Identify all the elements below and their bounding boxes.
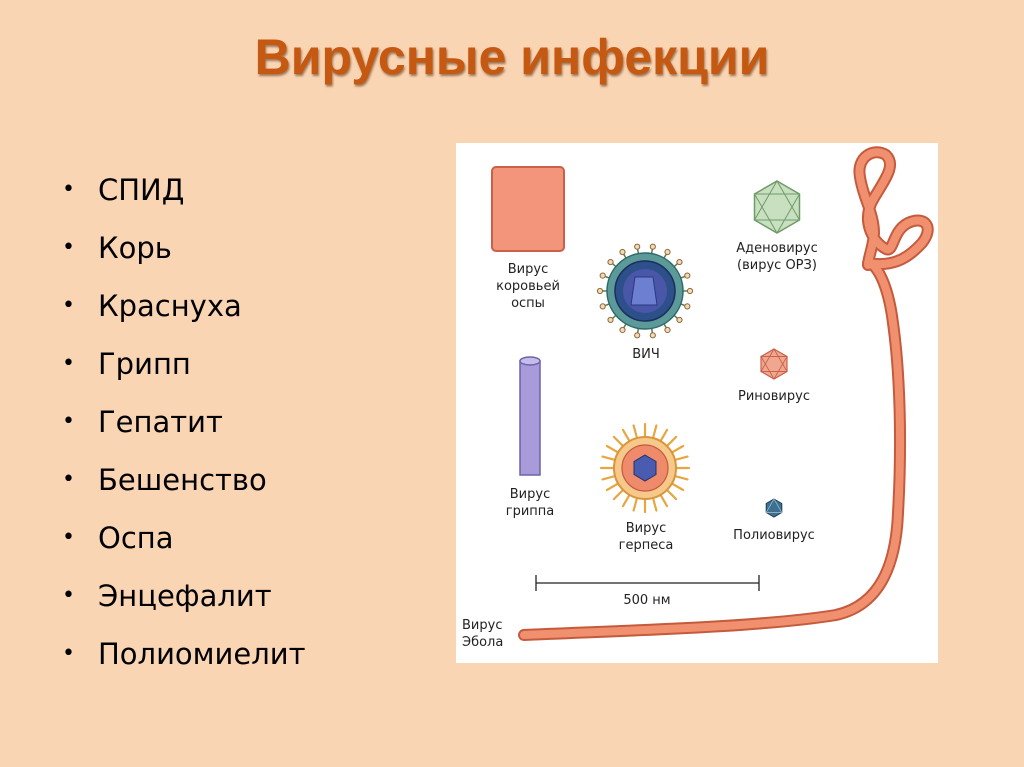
adenovirus-shape — [753, 179, 801, 235]
rhinovirus-shape — [760, 348, 788, 380]
hiv-virus-shape — [596, 243, 694, 339]
disease-name: Краснуха — [98, 289, 242, 323]
bullet-icon: • — [62, 177, 75, 202]
adenovirus-label: Аденовирус (вирус ОРЗ) — [736, 241, 818, 273]
influenza-label: Вирус гриппа — [505, 487, 555, 519]
hiv-label: ВИЧ — [632, 347, 660, 362]
poliovirus-label: Полиовирус — [733, 528, 815, 543]
list-item: • Энцефалит — [60, 572, 306, 630]
virus-illustration — [491, 146, 934, 641]
bullet-icon: • — [62, 583, 75, 608]
influenza-virus-shape — [519, 356, 541, 476]
herpes-label: Вирус герпеса — [618, 521, 674, 553]
bullet-icon: • — [62, 525, 75, 550]
disease-name: Грипп — [98, 347, 191, 381]
vaccinia-virus-shape — [491, 166, 565, 252]
bullet-icon: • — [62, 641, 75, 666]
list-item: • Краснуха — [60, 282, 306, 340]
scale-bar — [535, 575, 760, 591]
disease-name: Энцефалит — [98, 579, 272, 613]
list-item: • Оспа — [60, 514, 306, 572]
disease-name: Корь — [98, 231, 172, 265]
list-item: • Бешенство — [60, 456, 306, 514]
disease-name: Оспа — [98, 521, 174, 555]
list-item: • Полиомиелит — [60, 630, 306, 688]
list-item: • СПИД — [60, 166, 306, 224]
ebola-virus-shape — [518, 146, 934, 641]
disease-name: Гепатит — [98, 405, 223, 439]
virus-size-figure: Вирус коровьей оспы ВИЧ Аденовирус (виру… — [456, 143, 938, 663]
slide-title: Вирусные инфекции — [254, 29, 770, 85]
scale-label: 500 нм — [623, 593, 671, 608]
list-item: • Корь — [60, 224, 306, 282]
poliovirus-shape — [765, 498, 783, 518]
rhinovirus-label: Риновирус — [738, 389, 810, 404]
bullet-icon: • — [62, 467, 75, 492]
disease-name: СПИД — [98, 173, 185, 207]
list-item: • Гепатит — [60, 398, 306, 456]
disease-list: • СПИД • Корь • Краснуха • Грипп • Гепатит • Б… — [60, 166, 306, 688]
list-item: • Грипп — [60, 340, 306, 398]
disease-name: Полиомиелит — [98, 637, 306, 671]
ebola-label: Вирус Эбола — [462, 618, 504, 650]
disease-name: Бешенство — [98, 463, 267, 497]
bullet-icon: • — [62, 293, 75, 318]
vaccinia-label: Вирус коровьей оспы — [496, 262, 560, 311]
bullet-icon: • — [62, 409, 75, 434]
herpes-virus-shape — [599, 422, 691, 514]
bullet-icon: • — [62, 351, 75, 376]
bullet-icon: • — [62, 235, 75, 260]
